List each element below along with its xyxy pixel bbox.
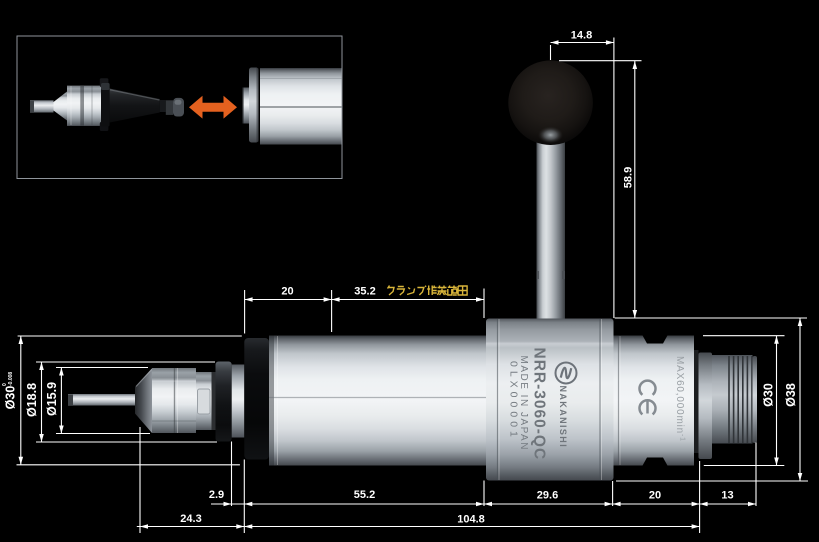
svg-text:24.3: 24.3: [180, 513, 201, 525]
svg-text:0: 0: [2, 383, 8, 386]
svg-text:Ø30: Ø30: [762, 383, 776, 407]
svg-text:MAX60,000min-1: MAX60,000min-1: [674, 356, 686, 442]
svg-text:14.8: 14.8: [571, 30, 592, 42]
svg-text:MADE IN JAPAN: MADE IN JAPAN: [518, 356, 529, 451]
svg-text:55.2: 55.2: [354, 489, 375, 501]
svg-text:13: 13: [721, 490, 733, 502]
svg-text:Ø15.9: Ø15.9: [45, 382, 59, 416]
svg-text:58.9: 58.9: [623, 167, 635, 188]
svg-text:29.6: 29.6: [537, 490, 558, 502]
svg-text:Ø30: Ø30: [4, 386, 18, 410]
svg-text:20: 20: [281, 286, 293, 298]
svg-text:-0.008: -0.008: [8, 372, 14, 386]
svg-text:20: 20: [649, 490, 661, 502]
svg-text:Ø18.8: Ø18.8: [25, 383, 39, 417]
svg-text:Ø38: Ø38: [784, 383, 798, 407]
svg-text:0LX00001: 0LX00001: [508, 361, 520, 441]
svg-text:35.2: 35.2: [354, 286, 375, 298]
svg-text:NAKANISHI: NAKANISHI: [558, 386, 568, 449]
svg-text:2.9: 2.9: [209, 489, 224, 501]
svg-text:NRR-3060-QC: NRR-3060-QC: [531, 348, 548, 461]
svg-text:104.8: 104.8: [457, 514, 485, 526]
